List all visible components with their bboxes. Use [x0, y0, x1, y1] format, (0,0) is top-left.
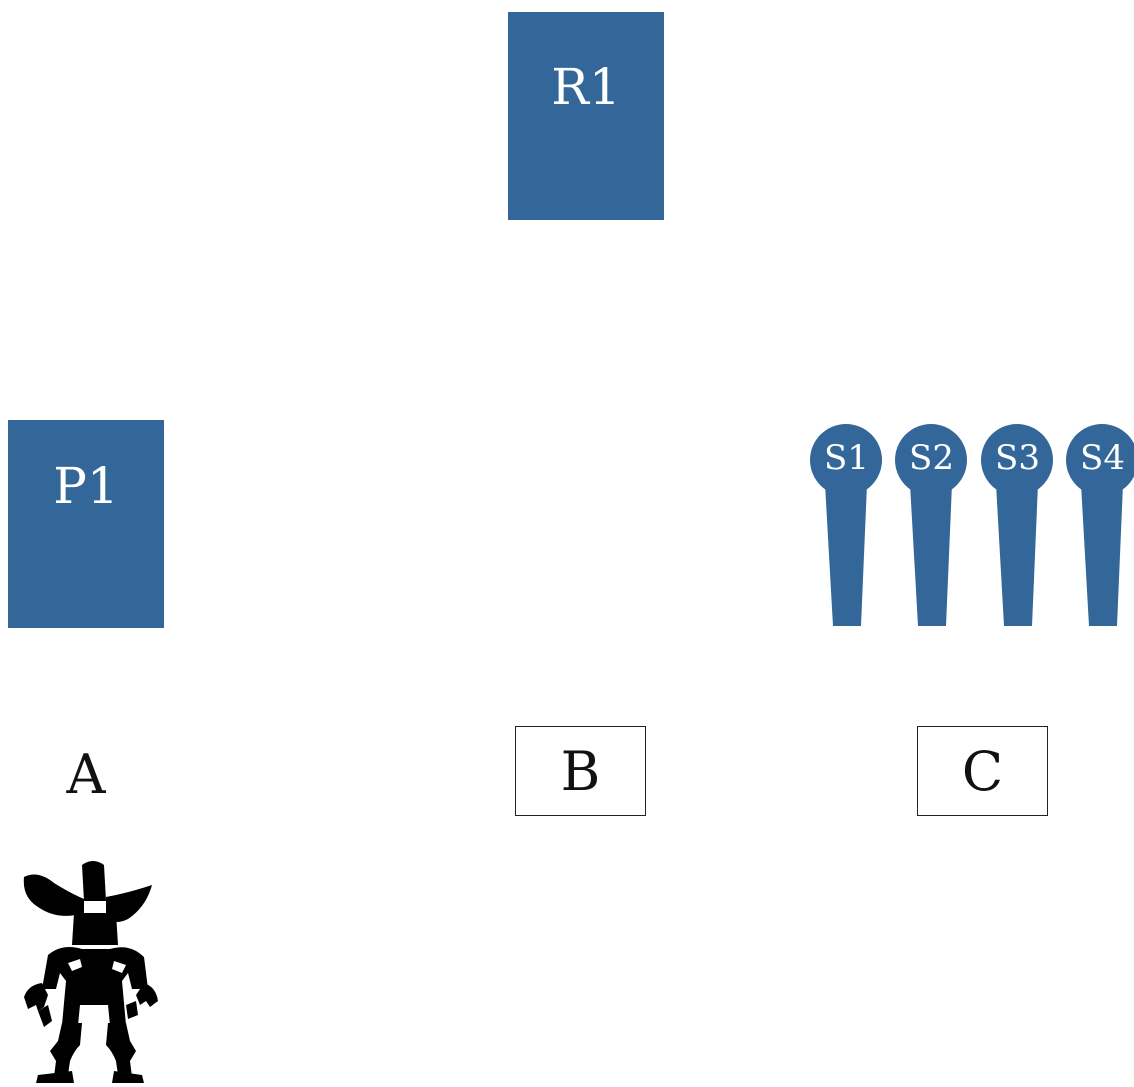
pin-s2: S2	[894, 424, 969, 628]
pin-shape-icon	[981, 424, 1053, 626]
option-a-label: A	[66, 743, 106, 806]
pin-s1: S1	[809, 424, 884, 628]
cowboy-silhouette-svg	[23, 861, 158, 1083]
option-b-box: B	[515, 726, 646, 816]
option-c-label: C	[961, 739, 1004, 803]
pin-s3: S3	[980, 424, 1055, 628]
pin-s4-label: S4	[1080, 438, 1125, 478]
block-r1: R1	[508, 12, 664, 220]
pin-s4: S4	[1065, 424, 1134, 628]
pin-s1-label: S1	[824, 438, 869, 478]
pin-shape-icon	[895, 424, 967, 626]
pin-shape-icon	[1066, 424, 1134, 626]
option-b-label: B	[560, 739, 601, 803]
block-r1-label: R1	[551, 58, 621, 116]
pin-s2-label: S2	[909, 438, 954, 478]
pin-s3-label: S3	[995, 438, 1040, 478]
pin-shape-icon	[810, 424, 882, 626]
cowboy-silhouette-icon	[18, 855, 160, 1083]
option-c-box: C	[917, 726, 1048, 816]
block-p1: P1	[8, 420, 164, 628]
block-p1-label: P1	[53, 457, 119, 515]
